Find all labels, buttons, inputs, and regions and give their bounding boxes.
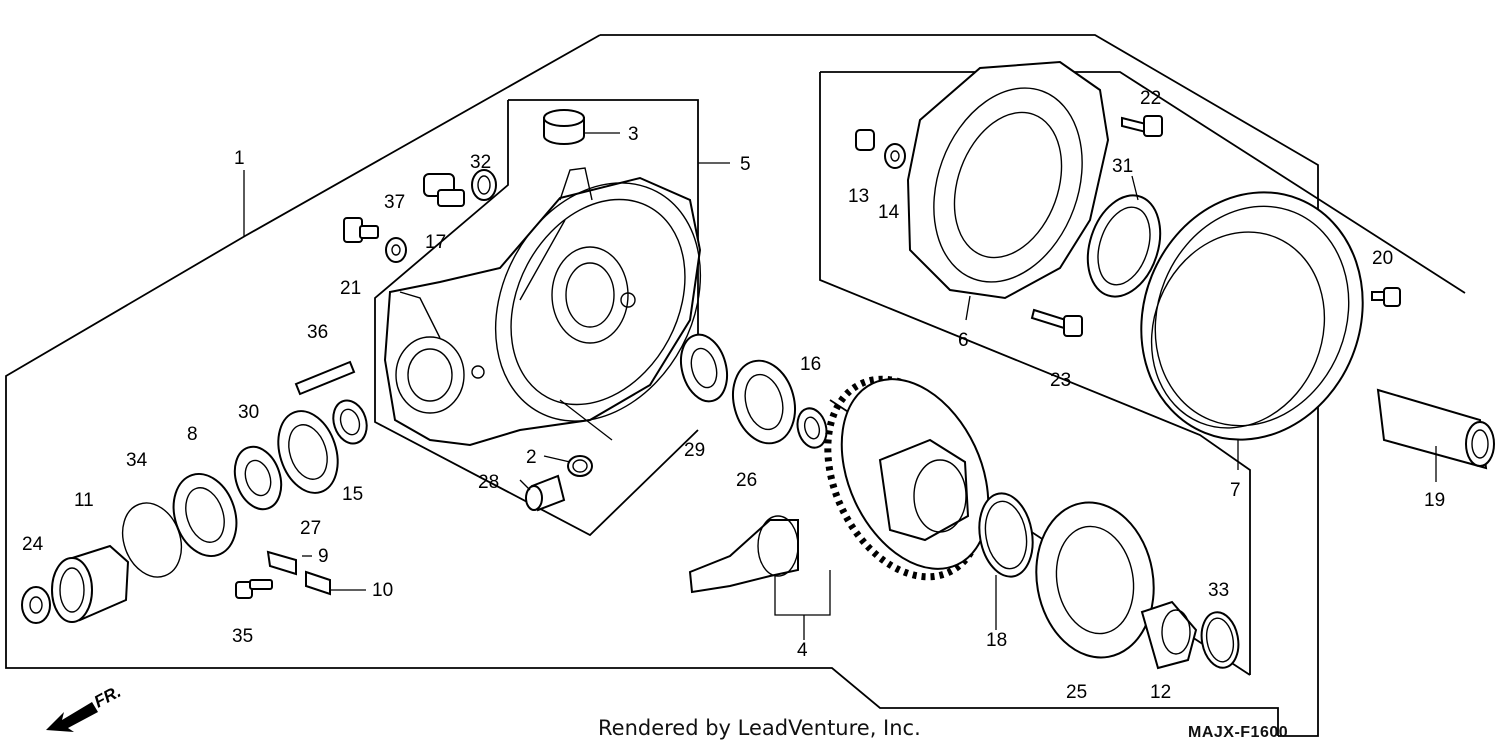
front-arrow-icon [46, 702, 98, 732]
callout-25: 25 [1066, 682, 1087, 703]
callout-9: 9 [318, 546, 329, 567]
callout-12: 12 [1150, 682, 1171, 703]
callout-5: 5 [740, 154, 751, 175]
front-label: FR. [91, 682, 124, 712]
callout-36: 36 [307, 322, 328, 343]
callout-13: 13 [848, 186, 869, 207]
stud-bolt-36 [294, 360, 356, 396]
callout-27: 27 [300, 518, 321, 539]
callout-20: 20 [1372, 248, 1393, 269]
cap-3 [543, 109, 585, 145]
callout-24: 24 [22, 534, 44, 555]
callout-7: 7 [1230, 480, 1241, 501]
callout-14: 14 [878, 202, 900, 223]
plates-and-bolt [235, 550, 331, 599]
callout-28: 28 [478, 472, 499, 493]
callout-2: 2 [526, 447, 537, 468]
callout-33: 33 [1208, 580, 1229, 601]
footer-credit: Rendered by LeadVenture, Inc. [598, 716, 921, 740]
case-bearings [679, 333, 828, 449]
diagram-code: MAJX-F1600 [1188, 724, 1289, 741]
callout-16: 16 [800, 354, 821, 375]
ring-gear-bearings [978, 492, 1240, 670]
callout-18: 18 [986, 630, 1007, 651]
callout-22: 22 [1140, 88, 1161, 109]
callout-23: 23 [1050, 370, 1071, 391]
drum-and-sleeve [1140, 191, 1495, 470]
callout-32: 32 [470, 152, 491, 173]
callout-37: 37 [384, 192, 405, 213]
leader-lines [243, 132, 1437, 640]
callout-34: 34 [126, 450, 148, 471]
callout-4: 4 [797, 640, 808, 661]
callout-29: 29 [684, 440, 705, 461]
ring-gear-set [688, 375, 990, 594]
plugs-and-washers [343, 169, 497, 263]
callout-8: 8 [187, 424, 198, 445]
callout-31: 31 [1112, 156, 1133, 177]
callout-30: 30 [238, 402, 259, 423]
callout-3: 3 [628, 124, 639, 145]
callout-labels: 1 2 3 4 5 6 7 8 9 10 11 12 13 14 15 16 1… [22, 88, 1445, 703]
case-cover [855, 60, 1163, 337]
callout-26: 26 [736, 470, 757, 491]
final-gear-case [383, 167, 702, 447]
pinion-shaft-parts [21, 399, 368, 624]
small-bearing-and-oring [525, 455, 593, 512]
callout-19: 19 [1424, 490, 1445, 511]
callout-21: 21 [340, 278, 361, 299]
callout-10: 10 [372, 580, 393, 601]
front-direction-indicator: FR. [46, 682, 124, 732]
callout-15: 15 [342, 484, 363, 505]
callout-17: 17 [425, 232, 446, 253]
callout-35: 35 [232, 626, 253, 647]
callout-1: 1 [234, 148, 245, 169]
callout-6: 6 [958, 330, 969, 351]
callout-11: 11 [74, 490, 94, 511]
